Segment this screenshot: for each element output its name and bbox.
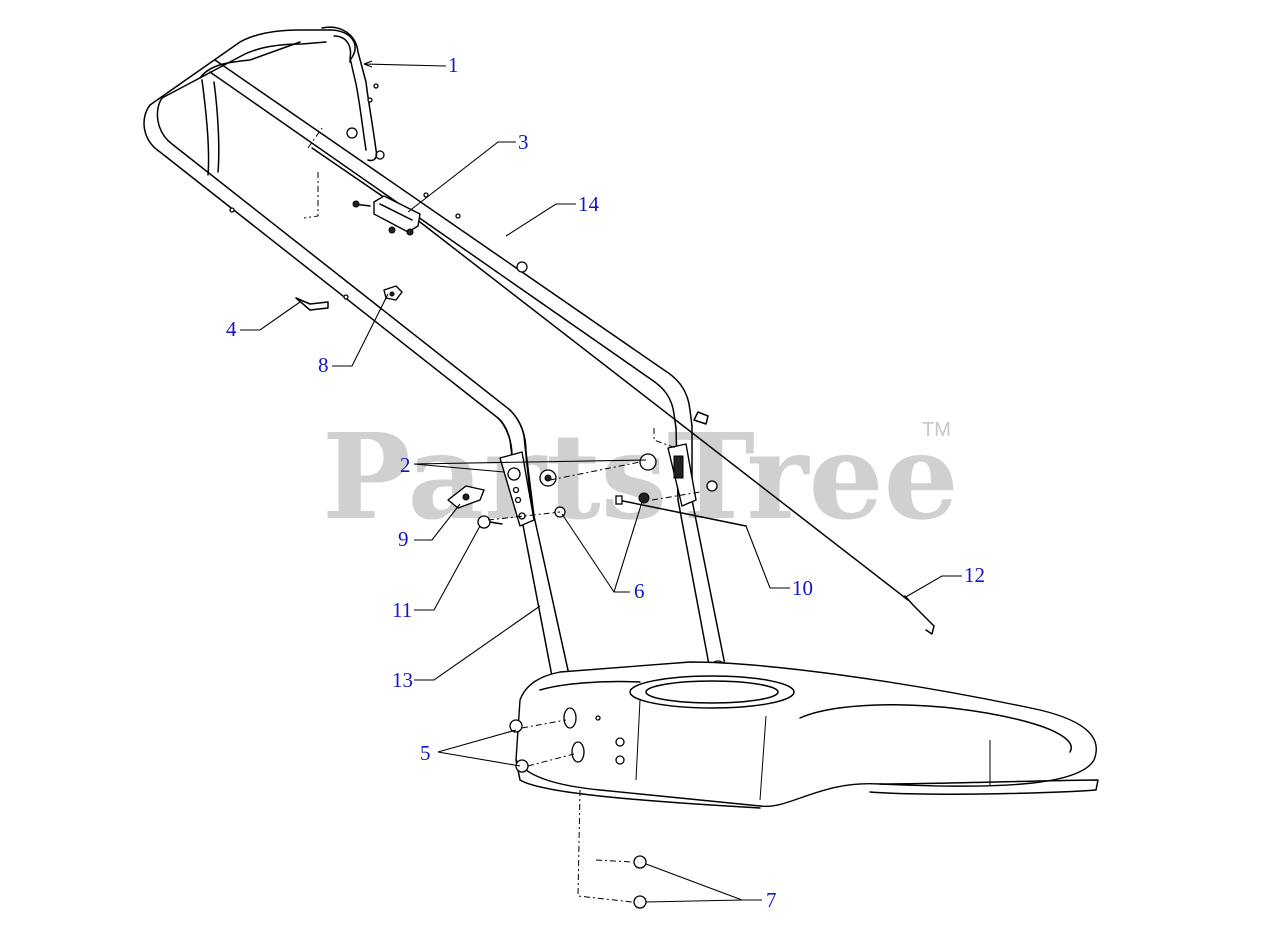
callout-11: 11	[392, 598, 412, 622]
assembly-line	[307, 127, 323, 149]
deck-bolt[interactable]	[509, 719, 575, 773]
rod[interactable]	[615, 495, 747, 527]
callout-14: 14	[578, 192, 600, 216]
callout-1: 1	[448, 53, 459, 77]
handle-hole	[455, 213, 461, 219]
callout-13: 13	[392, 668, 413, 692]
cable-tie[interactable]	[295, 297, 329, 311]
watermark: PartsTree TM	[322, 407, 959, 546]
bail-hole	[373, 83, 379, 89]
callout-7: 7	[766, 888, 777, 912]
carriage-bolt[interactable]	[477, 515, 503, 529]
cable-guide[interactable]	[447, 485, 485, 509]
callout-5: 5	[420, 741, 431, 765]
handle-hole	[229, 207, 235, 213]
handle-hole	[516, 261, 528, 273]
washer[interactable]	[577, 789, 647, 909]
lower-handle-right[interactable]	[667, 425, 727, 676]
handle-knob[interactable]	[539, 453, 657, 487]
control-bail[interactable]	[321, 26, 379, 162]
handle-hole	[343, 294, 349, 300]
lower-handle-left[interactable]	[497, 409, 591, 771]
leader-lines	[240, 60, 962, 903]
callout-4: 4	[226, 317, 237, 341]
mower-deck[interactable]	[515, 661, 1099, 809]
callout-2: 2	[400, 453, 411, 477]
handle-hole	[423, 192, 429, 198]
handle-hole	[346, 127, 358, 139]
callout-3: 3	[518, 130, 529, 154]
callout-8: 8	[318, 353, 329, 377]
rope-guide[interactable]	[383, 285, 403, 301]
watermark-trademark: TM	[922, 419, 951, 441]
assembly-line	[303, 172, 319, 219]
callout-10: 10	[792, 576, 813, 600]
callout-9: 9	[398, 527, 409, 551]
cable-clip[interactable]	[352, 195, 421, 236]
bail-hole	[367, 97, 373, 103]
callout-labels: 1 2 3 4 5 6 7 8 9 10 11 12 13 14	[226, 53, 985, 912]
watermark-text: PartsTree	[322, 407, 959, 546]
callout-12: 12	[964, 563, 985, 587]
callout-6: 6	[634, 579, 645, 603]
